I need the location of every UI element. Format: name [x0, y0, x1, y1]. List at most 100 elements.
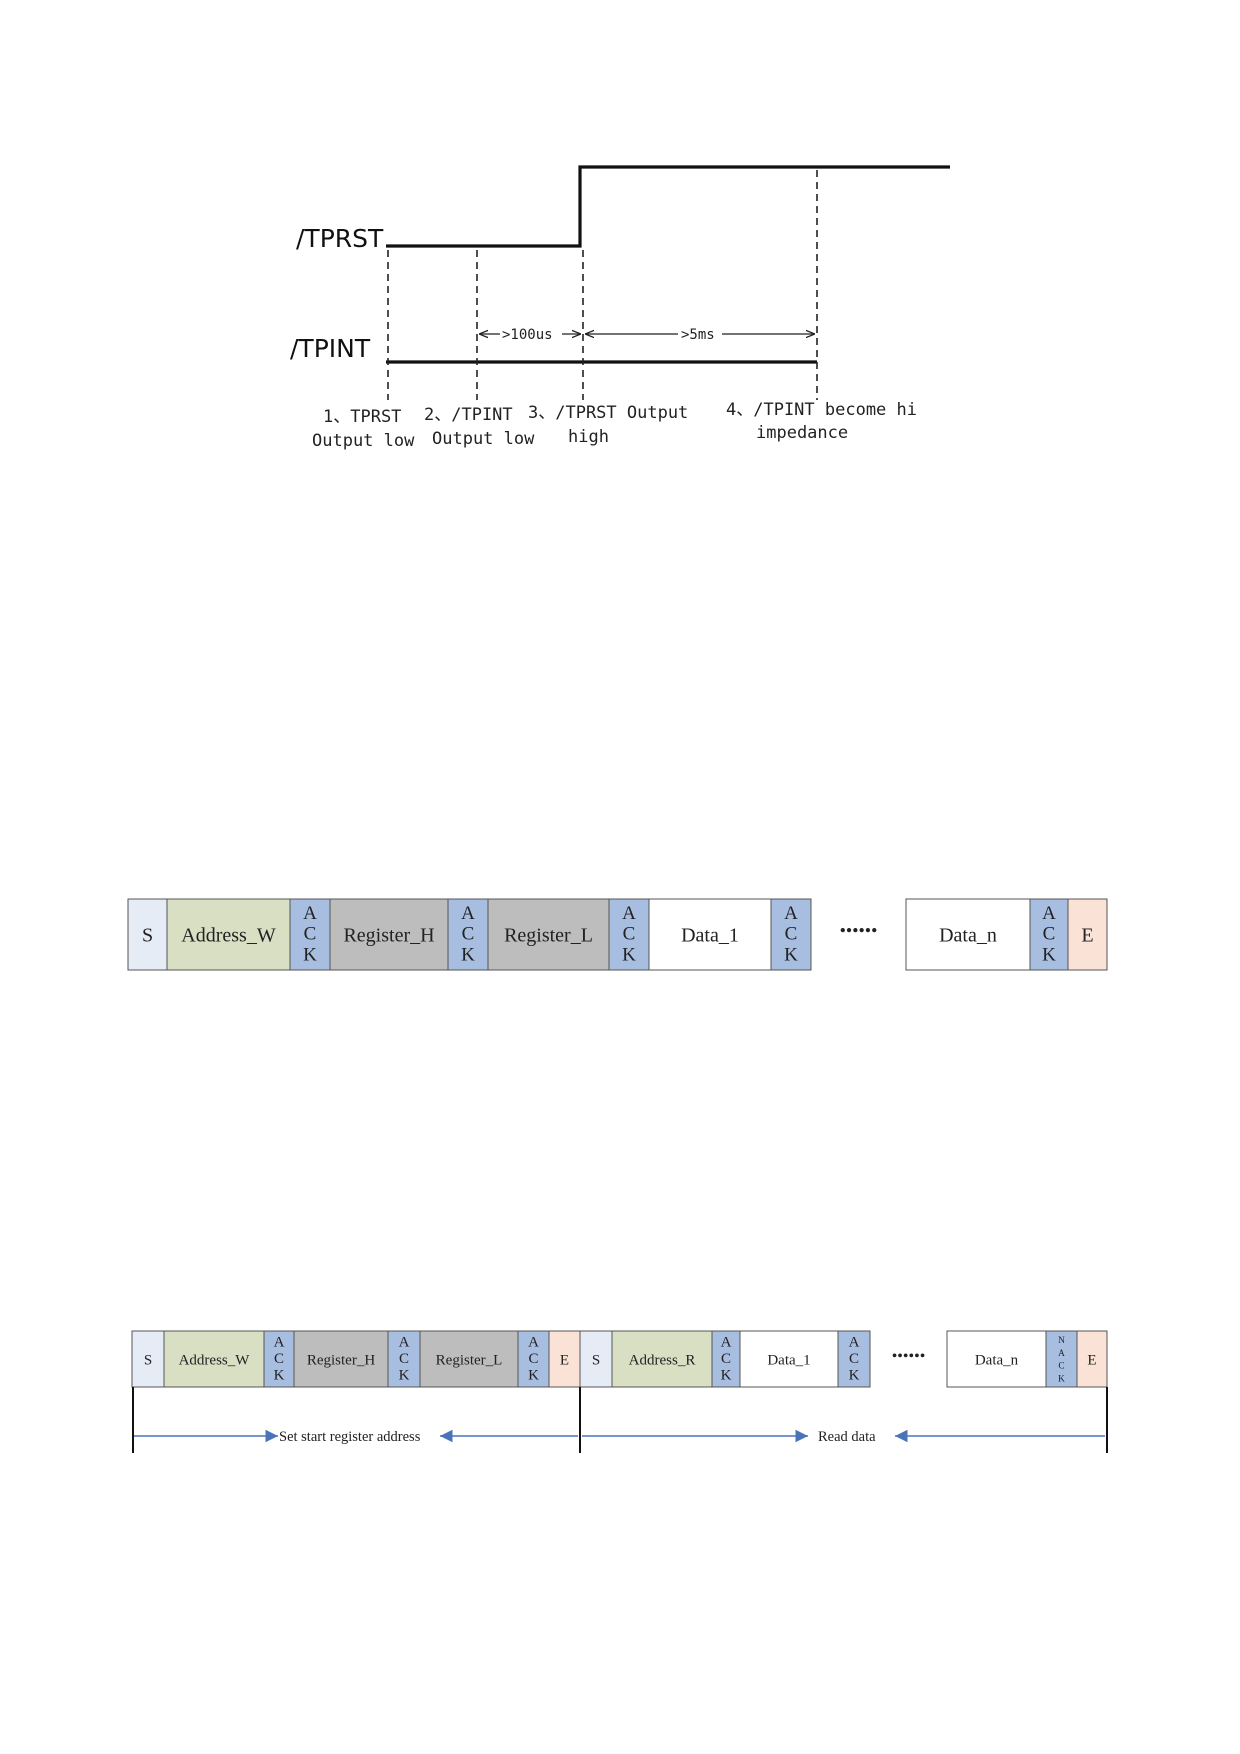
cell-label-letter: C — [623, 924, 636, 945]
cell-label-letter: K — [461, 945, 475, 966]
cell-box — [739, 1330, 839, 1388]
cell-label: E — [1081, 925, 1093, 947]
cell-label: Data_n — [975, 1352, 1019, 1368]
cell-label-letter: K — [303, 945, 317, 966]
frame-cell-register-h: Register_H — [329, 898, 449, 971]
cell-box — [387, 1330, 421, 1388]
frame-cell-address-w: Address_W — [163, 1330, 265, 1388]
cell-label-letter: A — [1042, 903, 1056, 924]
cell-box — [293, 1330, 389, 1388]
step-4-line-1: 4、/TPINT become hi — [726, 400, 917, 420]
frame-cell-e: E — [548, 1330, 581, 1388]
cell-box — [487, 898, 610, 971]
cell-label-letter: A — [274, 1335, 285, 1351]
cell-label-letter: A — [1058, 1349, 1065, 1359]
cell-label-letter: K — [849, 1368, 860, 1384]
frame-cell-e: E — [1076, 1330, 1108, 1388]
cell-box — [608, 898, 650, 971]
cell-label: Data_n — [939, 925, 997, 947]
frame-cell-ack: ACK — [517, 1330, 550, 1388]
cell-label: Address_W — [181, 925, 276, 947]
cell-label-letter: C — [721, 1351, 731, 1367]
frame-cell-register-h: Register_H — [293, 1330, 389, 1388]
cell-label-letter: K — [1042, 945, 1056, 966]
cell-label-letter: C — [528, 1351, 538, 1367]
cell-label-letter: A — [461, 903, 475, 924]
cell-label: •••••• — [892, 1348, 926, 1365]
timing-markers — [387, 170, 818, 400]
cell-box — [517, 1330, 550, 1388]
step-3-line-1: 3、/TPRST Output — [528, 403, 688, 423]
cell-label: Address_W — [179, 1352, 251, 1368]
frame-cell-e: E — [1067, 898, 1108, 971]
step-2-line-1: 2、/TPINT — [424, 405, 513, 425]
cell-box — [447, 898, 489, 971]
frame-cell-s: S — [579, 1330, 613, 1388]
cell-label-letter: K — [399, 1368, 410, 1384]
frame-cell-register-l: Register_L — [487, 898, 610, 971]
cell-label: E — [560, 1352, 569, 1368]
cell-label: Register_H — [307, 1352, 375, 1368]
frame-cell-ack: ACK — [770, 898, 812, 971]
cell-label-letter: K — [721, 1368, 732, 1384]
frame-cell-ack: ACK — [1029, 898, 1069, 971]
cell-box — [131, 1330, 165, 1388]
frame-cell-s: S — [127, 898, 168, 971]
cell-label: S — [592, 1352, 600, 1368]
cell-box — [1076, 1330, 1108, 1388]
frame-cell-dots: •••••• — [840, 921, 878, 941]
interval-label-100us: >100us — [502, 327, 553, 343]
cell-label-letter: K — [274, 1368, 285, 1384]
cell-label: Register_L — [436, 1352, 503, 1368]
cell-label-letter: K — [1058, 1374, 1065, 1384]
cell-box — [548, 1330, 581, 1388]
cell-label: Address_R — [629, 1352, 696, 1368]
signal-label-tpint: /TPINT — [290, 334, 371, 363]
frame-cell-dots: •••••• — [892, 1348, 926, 1365]
frame-cell-register-l: Register_L — [419, 1330, 519, 1388]
cell-label: S — [144, 1352, 152, 1368]
cell-box — [329, 898, 449, 971]
interval-label-5ms: >5ms — [681, 327, 715, 343]
cell-label-letter: N — [1058, 1336, 1065, 1346]
cell-box — [946, 1330, 1047, 1388]
cell-label-letter: K — [622, 945, 636, 966]
step-4-line-2: impedance — [756, 423, 848, 443]
frame-cell-data-n: Data_n — [905, 898, 1031, 971]
frame-cell-data-1: Data_1 — [648, 898, 772, 971]
reset-timing-diagram: /TPRST /TPINT >100us >5ms 1、TPRST Output… — [290, 165, 950, 451]
phase-1-label: Set start register address — [279, 1429, 421, 1445]
cell-label-letter: C — [399, 1351, 409, 1367]
cell-label-letter: A — [784, 903, 798, 924]
tprst-waveform — [386, 165, 950, 248]
cell-box — [263, 1330, 295, 1388]
cell-label-letter: K — [528, 1368, 539, 1384]
cell-label: Register_L — [504, 925, 593, 947]
cell-label: Register_H — [343, 925, 434, 947]
cell-box — [163, 1330, 265, 1388]
cell-box — [837, 1330, 871, 1388]
cell-label-letter: A — [303, 903, 317, 924]
cell-box — [166, 898, 291, 971]
frame-cell-ack: ACK — [387, 1330, 421, 1388]
cell-box — [770, 898, 812, 971]
cell-label-letter: A — [622, 903, 636, 924]
frame-cell-ack: ACK — [837, 1330, 871, 1388]
signal-label-tprst: /TPRST — [296, 224, 384, 253]
cell-label-letter: C — [849, 1351, 859, 1367]
cell-label-letter: A — [528, 1335, 539, 1351]
frame-cell-ack: ACK — [608, 898, 650, 971]
cell-box — [648, 898, 772, 971]
frame-cell-ack: ACK — [289, 898, 331, 971]
cell-box — [579, 1330, 613, 1388]
cell-box — [1045, 1330, 1078, 1388]
cell-box — [1067, 898, 1108, 971]
frame-cell-address-r: Address_R — [611, 1330, 713, 1388]
frame-cell-data-1: Data_1 — [739, 1330, 839, 1388]
frame-cell-ack: ACK — [711, 1330, 741, 1388]
cell-label: Data_1 — [767, 1352, 810, 1368]
phase-2-label: Read data — [818, 1429, 876, 1445]
